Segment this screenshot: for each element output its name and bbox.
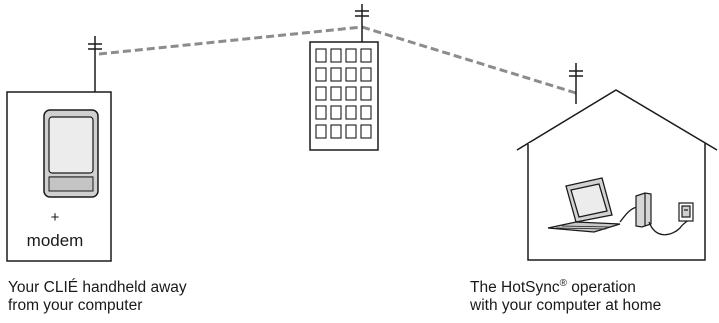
building-window (330, 48, 342, 63)
building-window (360, 48, 372, 63)
plus-sign: + (50, 209, 60, 226)
caption-right-line1: The HotSync® operation (470, 277, 715, 297)
wall-jack-icon (678, 202, 694, 222)
building-window (315, 124, 327, 139)
left-antenna (88, 36, 102, 92)
building-window (330, 86, 342, 101)
home-antenna (569, 63, 583, 104)
building-window (360, 86, 372, 101)
caption-left-line2: from your computer (8, 297, 143, 314)
connection-lines (98, 25, 577, 95)
modem-label: modem (26, 231, 84, 250)
caption-handheld-away: Your CLIÉ handheld away from your comput… (8, 279, 268, 315)
caption-right-hotsync: The HotSync (470, 279, 560, 296)
building-window (330, 105, 342, 120)
building-window (315, 48, 327, 63)
building-window (345, 124, 357, 139)
registered-mark: ® (559, 277, 567, 289)
building-window (330, 124, 342, 139)
building-window (345, 105, 357, 120)
handheld-device-icon (43, 109, 99, 198)
building-window (360, 105, 372, 120)
building-window (345, 86, 357, 101)
building-window (345, 67, 357, 82)
building-window (360, 67, 372, 82)
building-window (315, 86, 327, 101)
office-building-icon (309, 41, 379, 151)
building-window (330, 67, 342, 82)
connection-building-to-home (361, 25, 577, 95)
caption-left-line1: Your CLIÉ handheld away (8, 279, 187, 296)
building-antenna (355, 4, 369, 42)
building-window (315, 105, 327, 120)
connection-left-to-building (98, 25, 363, 56)
house-icon (516, 89, 718, 261)
building-window (360, 124, 372, 139)
caption-right-line2: with your computer at home (470, 297, 662, 314)
external-modem-icon (635, 192, 652, 228)
building-window (345, 48, 357, 63)
caption-hotsync-home: The HotSync® operation with your compute… (470, 277, 715, 315)
caption-right-operation: operation (566, 279, 636, 296)
laptop-icon (547, 177, 621, 233)
building-window (315, 67, 327, 82)
